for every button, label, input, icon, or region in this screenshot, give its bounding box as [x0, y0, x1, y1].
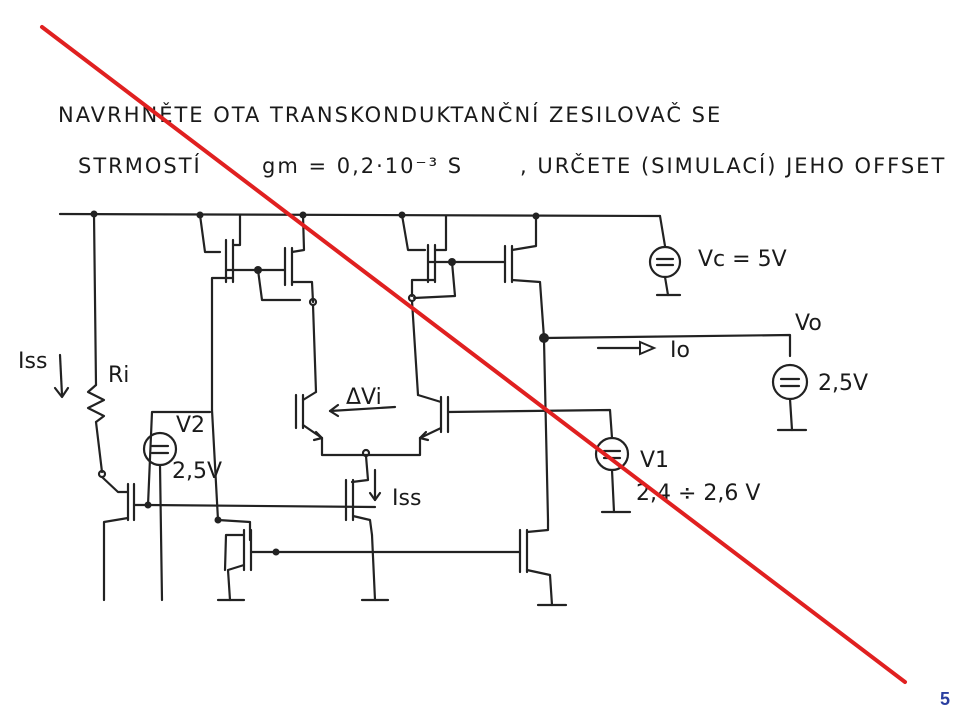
vo-label: Vo: [795, 311, 822, 336]
ri-label: Ri: [108, 363, 129, 388]
io-label: Io: [670, 338, 690, 363]
vc-label: Vc = 5V: [698, 247, 787, 272]
iss-bias-label: Iss: [18, 349, 47, 374]
output-branch: [539, 333, 809, 522]
task-line-2a: STRMOSTÍ: [78, 153, 202, 178]
v1-label: V1: [640, 448, 669, 473]
strike-through-line: [40, 25, 907, 684]
differential-pair: [294, 390, 614, 458]
tail-current-source: [344, 454, 390, 602]
iss-tail-label: Iss: [392, 486, 421, 511]
v2-value: 2,5V: [172, 459, 222, 484]
nmos-mirror-bottom: [210, 408, 568, 607]
vo-value: 2,5V: [818, 371, 868, 396]
gm-spec: gm = 0,2·10⁻³ S: [262, 154, 463, 178]
pmos-mirror-right: [400, 213, 546, 397]
delta-vi-label: ΔVi: [346, 385, 382, 410]
slide-number: 5: [939, 689, 950, 709]
bias-branch: [53, 212, 377, 602]
task-line-2b: , URČETE (SIMULACÍ) JEHO OFFSET: [520, 153, 946, 178]
v2-label: V2: [176, 413, 205, 438]
supply-rail: [58, 210, 662, 220]
vc-source: [648, 214, 682, 297]
pmos-mirror-left: [198, 213, 318, 412]
